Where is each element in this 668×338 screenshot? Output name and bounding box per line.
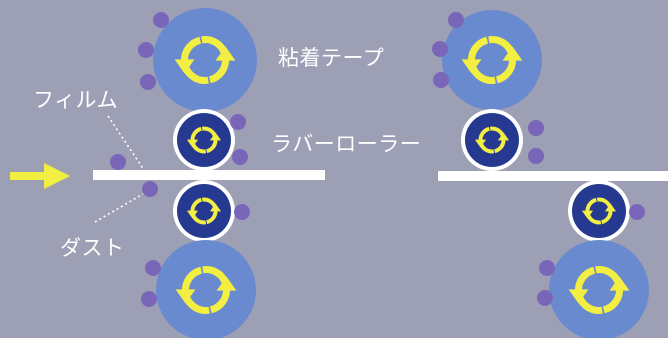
dust-particles xyxy=(110,12,645,307)
dust-particle-icon xyxy=(629,204,645,220)
film-leader-line xyxy=(107,115,145,171)
dust-particle-icon xyxy=(142,181,158,197)
dust-particle-icon xyxy=(141,291,157,307)
film-strip-right xyxy=(438,171,668,181)
dust-particle-icon xyxy=(433,72,449,88)
tape-roller-top-left xyxy=(153,8,257,112)
dust-label: ダスト xyxy=(60,236,125,260)
rubber-roller-bottom-left xyxy=(173,180,235,242)
rubber-roller-top-left xyxy=(173,109,235,171)
dust-particle-icon xyxy=(232,149,248,165)
tape-roller-top-right xyxy=(442,10,542,110)
film-label: フィルム xyxy=(33,88,119,112)
tape-label: 粘着テープ xyxy=(278,46,385,70)
feed-arrow-icon xyxy=(10,163,70,189)
dust-particle-icon xyxy=(539,260,555,276)
dust-particle-icon xyxy=(448,12,464,28)
dust-particle-icon xyxy=(140,74,156,90)
dust-particle-icon xyxy=(528,120,544,136)
film-strip-left xyxy=(93,170,325,180)
rubber-roller-label: ラバーローラー xyxy=(271,132,422,156)
dust-particle-icon xyxy=(528,148,544,164)
tape-roller-bottom-left xyxy=(156,240,256,338)
tape-roller-bottom-right xyxy=(549,240,649,338)
rubber-roller-top-right xyxy=(461,109,523,171)
dust-particle-icon xyxy=(230,114,246,130)
dust-particle-icon xyxy=(110,154,126,170)
rubber-roller-bottom-right xyxy=(568,180,630,242)
dust-particle-icon xyxy=(432,41,448,57)
dust-particle-icon xyxy=(145,260,161,276)
dust-particle-icon xyxy=(153,12,169,28)
dust-leader-line xyxy=(94,193,144,223)
dust-particle-icon xyxy=(138,42,154,58)
dust-particle-icon xyxy=(234,204,250,220)
dust-particle-icon xyxy=(537,290,553,306)
